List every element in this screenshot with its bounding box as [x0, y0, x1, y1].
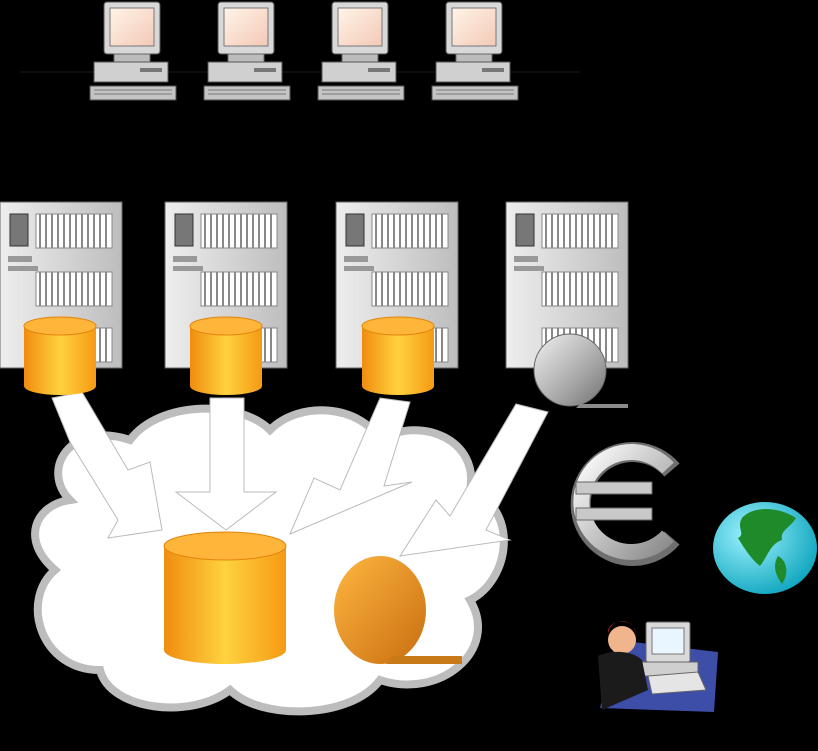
client-computer-icon: [317, 1, 405, 101]
database-cylinder-icon: [23, 316, 97, 396]
flow-arrow: [398, 403, 549, 557]
central-database-icon: [163, 531, 287, 664]
flow-arrow: [51, 391, 163, 539]
tape-reel-icon: [533, 333, 628, 408]
flow-arrow: [289, 397, 413, 535]
client-computer-icon: [431, 1, 519, 101]
database-cylinder-icon: [361, 316, 435, 396]
central-tape-reel-icon: [334, 556, 462, 664]
client-computer-icon: [89, 1, 177, 101]
euro-icon: [570, 442, 680, 566]
database-cylinder-icon: [189, 316, 263, 396]
user-at-computer-icon: [598, 620, 718, 712]
client-computer-icon: [203, 1, 291, 101]
flow-arrow: [174, 397, 278, 531]
globe-icon: [713, 502, 817, 594]
